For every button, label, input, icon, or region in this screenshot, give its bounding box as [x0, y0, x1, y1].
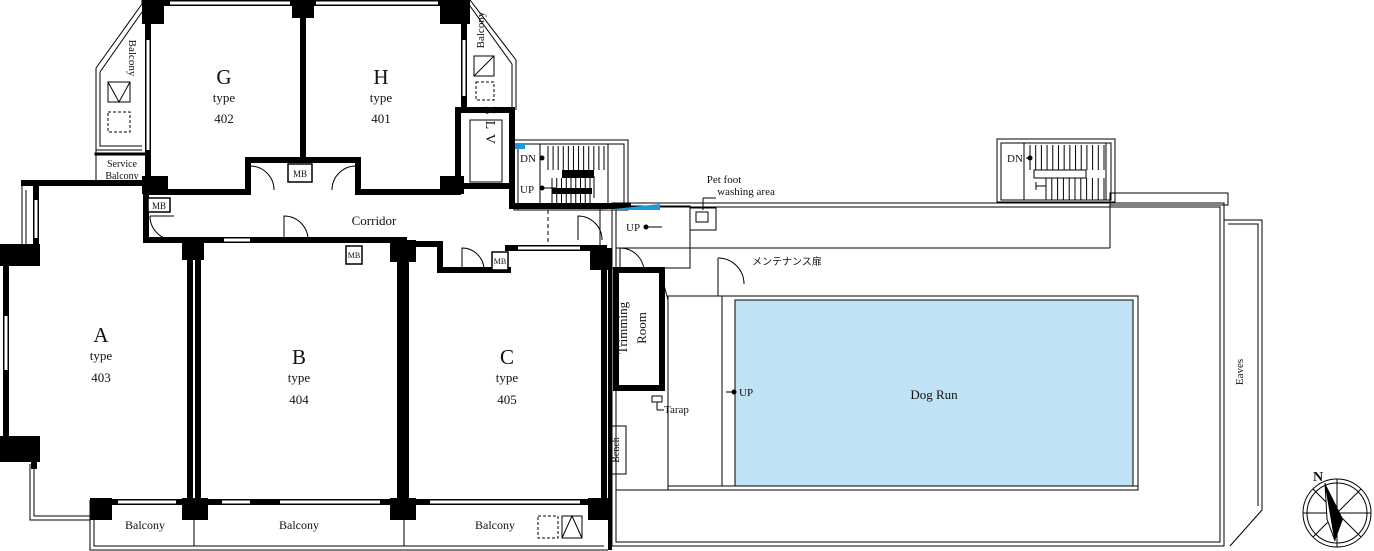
unit-letter: C [500, 345, 514, 369]
unit-number: 401 [371, 111, 391, 126]
balcony-label-c: Balcony [475, 518, 515, 532]
north-label: N [1313, 470, 1323, 485]
unit-type: type [213, 90, 236, 105]
accent-marks [515, 143, 660, 210]
trimming-room-label: Room [634, 312, 649, 344]
service-balcony-label: Balcony [105, 171, 138, 182]
bench-label: Bench [611, 437, 622, 463]
doors [149, 165, 645, 271]
service-balcony-label: Service [107, 159, 138, 170]
north-compass: N [1302, 470, 1372, 548]
dn-label-left: DN [520, 153, 536, 165]
up-label-dogrun: UP [739, 387, 753, 399]
balcony-label-g: Balcony [126, 40, 138, 77]
pet-foot-label: washing area [717, 186, 775, 198]
mb-label: MB [293, 169, 307, 179]
mb-label: MB [152, 201, 166, 211]
unit-type: type [370, 90, 393, 105]
tarap-label: Tarap [664, 404, 689, 416]
trimming-room-label: Trimming [615, 301, 630, 354]
ac-units [107, 55, 583, 539]
left-staircase [547, 146, 605, 206]
unit-h-label: H type 401 [370, 65, 393, 126]
balcony-label-a: Balcony [125, 518, 165, 532]
balcony-label-h: Balcony [475, 11, 487, 48]
unit-c-label: C type 405 [496, 345, 519, 407]
mb-label: MB [348, 251, 360, 260]
unit-number: 405 [497, 392, 517, 407]
unit-b-label: B type 404 [288, 345, 311, 407]
up-label-entrance: UP [626, 222, 640, 234]
maintenance-door-label: メンテナンス扉 [752, 255, 822, 268]
corridor-label: Corridor [352, 213, 397, 228]
unit-number: 404 [289, 392, 309, 407]
balcony-label-b: Balcony [279, 518, 319, 532]
unit-number: 402 [214, 111, 234, 126]
unit-g-label: G type 402 [213, 65, 236, 126]
mb-label: MB [494, 257, 506, 266]
unit-number: 403 [91, 370, 111, 385]
unit-letter: B [292, 345, 306, 369]
right-staircase [996, 138, 1116, 203]
elv-label: ELV [482, 106, 497, 150]
unit-letter: H [373, 65, 388, 89]
unit-letter: A [93, 323, 109, 347]
unit-type: type [288, 370, 311, 385]
unit-letter: G [216, 65, 231, 89]
unit-type: type [90, 348, 113, 363]
pet-foot-label: Pet foot [707, 174, 742, 186]
unit-a-label: A type 403 [90, 323, 113, 385]
stair-arrows [539, 155, 1033, 395]
eaves-label: Eaves [1234, 359, 1246, 385]
dog-run-pool [734, 299, 1134, 487]
dog-run-label: Dog Run [910, 387, 958, 402]
dn-label-right: DN [1007, 153, 1023, 165]
building-walls [0, 0, 691, 551]
meter-boxes [147, 163, 509, 271]
up-label-left: UP [520, 184, 534, 196]
elevator [469, 119, 503, 183]
unit-type: type [496, 370, 519, 385]
